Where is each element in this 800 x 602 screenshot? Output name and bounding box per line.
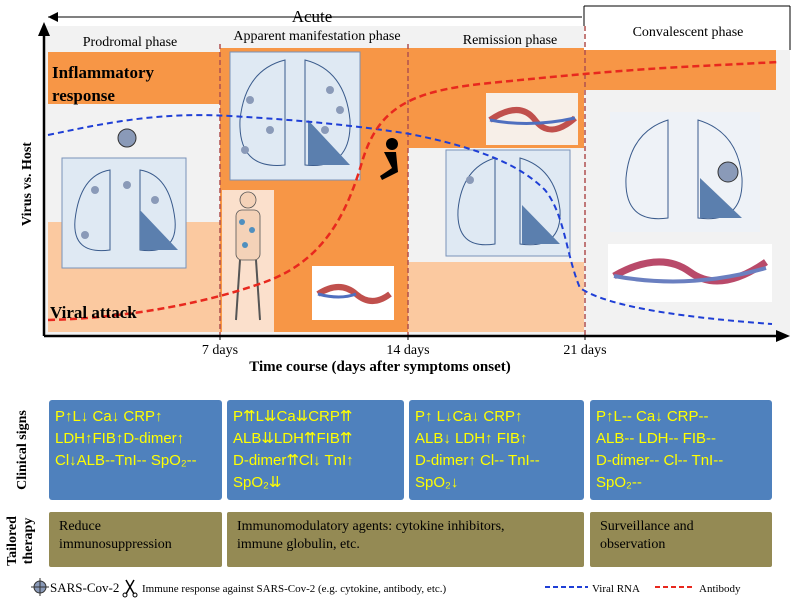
- clinical-box-prodromal: P↑L↓ Ca↓ CRP↑ LDH↑FIB↑D-dimer↑ Cl↓ALB--T…: [49, 400, 222, 500]
- clinical-line: ALB-- LDH-- FIB--: [596, 430, 716, 447]
- clinical-line: SpO₂↓: [415, 474, 459, 491]
- clinical-line: ALB⇊LDH⇈FIB⇈: [233, 430, 353, 447]
- clinical-line: D-dimer⇈Cl↓ TnI↑: [233, 452, 354, 469]
- clinical-line: P⇈L⇊Ca⇊CRP⇈: [233, 408, 353, 425]
- therapy-box-apparent-remission: Immunomodulatory agents: cytokine inhibi…: [227, 512, 584, 567]
- band-prodromal-top: [48, 52, 220, 104]
- clinical-line: LDH↑FIB↑D-dimer↑: [55, 430, 185, 447]
- clinical-box-remission: P↑ L↓Ca↓ CRP↑ ALB↓ LDH↑ FIB↑ D-dimer↑ Cl…: [409, 400, 584, 500]
- legend-antibody-label: Antibody: [699, 583, 741, 595]
- phase-label-remission: Remission phase: [463, 33, 558, 48]
- row-labels: Clinical signs Tailored therapy: [5, 410, 36, 566]
- lung-illustration-convalescent: [610, 112, 760, 232]
- clinical-line: SpO₂⇊: [233, 474, 282, 491]
- lung-illustration-prodromal: [61, 128, 187, 269]
- clinical-line: Cl↓ALB--TnI-- SpO₂--: [55, 452, 197, 469]
- x-tick-label-14: 14 days: [386, 343, 429, 358]
- legend-viral-rna-label: Viral RNA: [592, 583, 640, 595]
- therapy-line: observation: [600, 537, 666, 552]
- vessel-illustration-remission: [486, 93, 578, 145]
- inflammatory-label-line2: response: [52, 86, 115, 105]
- antibody-curve: [47, 60, 779, 322]
- x-tick-label-7: 7 days: [202, 343, 238, 358]
- clinical-line: D-dimer-- Cl-- TnI--: [596, 452, 724, 469]
- sars-cov-2-icon: [31, 578, 49, 596]
- therapy-line: Immunomodulatory agents: cytokine inhibi…: [237, 519, 505, 534]
- vessel-illustration-convalescent: [608, 244, 772, 302]
- legend-immune-label: Immune response against SARS-Cov-2 (e.g.…: [142, 583, 447, 595]
- lung-illustration-apparent: [229, 51, 361, 181]
- clinical-line: P↑L-- Ca↓ CRP--: [596, 408, 709, 425]
- clinical-line: D-dimer↑ Cl-- TnI--: [415, 452, 540, 469]
- x-axis-arrow: [776, 330, 790, 342]
- legend: SARS-Cov-2 Immune response against SARS-…: [31, 578, 741, 598]
- kneeling-figure: [380, 138, 398, 180]
- phase-label-convalescent: Convalescent phase: [633, 25, 744, 40]
- row-label-therapy-line2: therapy: [21, 518, 36, 565]
- clinical-line: ALB↓ LDH↑ FIB↑: [415, 430, 528, 447]
- row-label-therapy-line1: Tailored: [5, 516, 20, 566]
- viral-attack-label: Viral attack: [50, 303, 137, 322]
- clinical-line: P↑ L↓Ca↓ CRP↑: [415, 408, 523, 425]
- therapy-box-prodromal: Reduce immunosuppression: [49, 512, 222, 567]
- acute-label: Acute: [292, 7, 333, 26]
- clinical-line: SpO₂--: [596, 474, 642, 491]
- clinical-box-apparent: P⇈L⇊Ca⇊CRP⇈ ALB⇊LDH⇈FIB⇈ D-dimer⇈Cl↓ TnI…: [227, 400, 404, 500]
- x-axis-title: Time course (days after symptoms onset): [249, 359, 511, 375]
- y-axis-arrow: [38, 22, 50, 36]
- legend-sars-label: SARS-Cov-2: [50, 580, 119, 595]
- timeline-diagram: Acute Prodromal phase Apparent manifesta…: [20, 5, 791, 375]
- therapy-box-convalescent: Surveillance and observation: [590, 512, 772, 567]
- body-illustration: [222, 190, 274, 332]
- lung-illustration-remission: [445, 149, 571, 257]
- viral-rna-curve: [47, 114, 773, 325]
- clinical-line: P↑L↓ Ca↓ CRP↑: [55, 408, 163, 425]
- acute-arrow-head: [48, 12, 58, 22]
- therapy-line: Reduce: [59, 519, 101, 534]
- vessel-illustration-apparent: [312, 266, 394, 320]
- phase-label-prodromal: Prodromal phase: [83, 35, 177, 50]
- therapy-line: immune globulin, etc.: [237, 537, 360, 552]
- row-label-clinical: Clinical signs: [15, 410, 30, 490]
- therapy-line: immunosuppression: [59, 537, 172, 552]
- clinical-box-convalescent: P↑L-- Ca↓ CRP-- ALB-- LDH-- FIB-- D-dime…: [590, 400, 772, 500]
- therapy-line: Surveillance and: [600, 519, 694, 534]
- band-convalescent-top: [584, 50, 776, 90]
- inflammatory-label-line1: Inflammatory: [52, 63, 154, 82]
- band-remission-bottom: [408, 262, 584, 332]
- phase-label-apparent: Apparent manifestation phase: [233, 29, 400, 44]
- convalescent-title-box: [584, 6, 790, 50]
- x-tick-label-21: 21 days: [563, 343, 606, 358]
- scissors-icon: [122, 579, 138, 598]
- y-axis-label: Virus vs. Host: [20, 142, 35, 226]
